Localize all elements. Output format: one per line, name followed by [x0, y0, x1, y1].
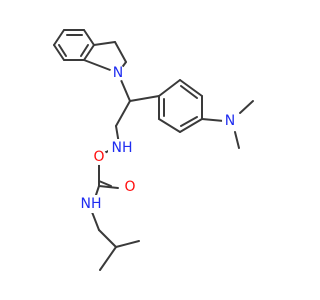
upper-amide-nh-label: NH	[112, 140, 133, 156]
atom-label-layer: N N NH NH O O	[78, 65, 238, 213]
bond	[180, 116, 198, 127]
bond	[114, 41, 127, 63]
indoline-nitrogen-label: N	[113, 65, 123, 81]
bond	[158, 118, 181, 133]
atom-label-bg	[110, 65, 126, 81]
atom-label-bg	[122, 179, 138, 195]
upper-carbonyl-oxygen-label: O	[93, 149, 104, 165]
bond	[115, 240, 140, 248]
bond	[58, 44, 67, 57]
bond	[239, 100, 254, 114]
bond	[234, 131, 240, 149]
bond	[179, 118, 203, 133]
bond	[93, 41, 116, 46]
bond	[129, 95, 160, 102]
bond	[91, 211, 100, 231]
bond	[53, 44, 65, 61]
bond	[83, 29, 95, 46]
bond	[179, 79, 203, 97]
bond	[99, 246, 117, 271]
bond	[98, 180, 112, 187]
bond	[98, 185, 119, 189]
atom-label-bg	[222, 113, 238, 129]
dimethylamino-nitrogen-label: N	[225, 113, 235, 129]
lower-amide-nh-label: NH	[81, 196, 102, 212]
atom-label-bg	[108, 139, 136, 157]
bond	[80, 44, 89, 57]
bond	[115, 100, 131, 127]
atom-label-bg	[91, 149, 107, 165]
bond	[53, 29, 65, 46]
bond	[180, 85, 198, 99]
bond	[201, 118, 225, 122]
atom-label-bg	[78, 195, 106, 213]
bond	[98, 229, 117, 248]
bond	[83, 44, 95, 61]
bond	[158, 79, 181, 97]
bond-layer	[53, 29, 254, 271]
chemical-structure: N N NH NH O O	[53, 29, 254, 271]
lower-carbonyl-oxygen-label: O	[124, 179, 135, 195]
